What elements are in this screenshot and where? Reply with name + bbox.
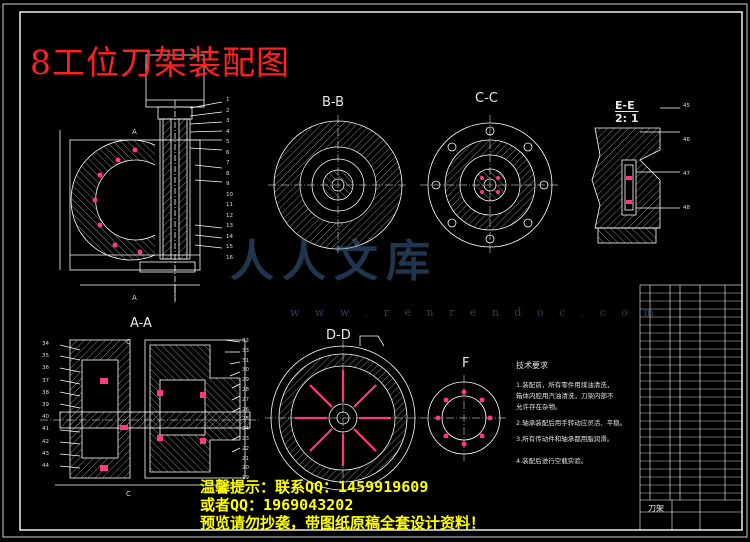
view-f bbox=[420, 375, 508, 462]
section-aa-highlights bbox=[100, 378, 206, 471]
section-ee-view bbox=[591, 107, 680, 244]
overlay-contact-line-2: 或者QQ：1969043202 bbox=[200, 496, 354, 514]
section-cc-highlights bbox=[480, 176, 500, 194]
part-number-callout: 34 bbox=[42, 341, 49, 347]
section-aa-view bbox=[40, 339, 260, 486]
watermark-url: w w w . r e n r e n d o c . c o m bbox=[290, 306, 660, 319]
part-number-callout: 43 bbox=[42, 450, 49, 457]
part-number-callout: 44 bbox=[42, 463, 49, 469]
part-number-callout: 45 bbox=[683, 103, 690, 109]
view-mark-c-bottom: C bbox=[126, 490, 131, 498]
part-number-callout: 48 bbox=[683, 205, 690, 211]
part-number-callout: 30 bbox=[242, 367, 249, 374]
bom-row-lines bbox=[640, 292, 742, 494]
section-dd-view bbox=[265, 335, 420, 495]
section-bb-view bbox=[268, 115, 408, 255]
part-number-callout: 10 bbox=[226, 191, 233, 198]
part-number-callout: 14 bbox=[226, 233, 233, 240]
part-number-callout: 6 bbox=[226, 149, 230, 156]
part-number-callout: 11 bbox=[226, 202, 233, 208]
section-label-cc: C-C bbox=[475, 91, 498, 106]
part-number-callout: 20 bbox=[242, 465, 249, 472]
part-number-callout: 38 bbox=[42, 389, 49, 396]
part-number-callout: 1 bbox=[226, 97, 230, 103]
section-scale-ee: 2: 1 bbox=[615, 112, 639, 125]
view-mark-a-bottom: A bbox=[132, 294, 137, 302]
part-number-callout: 12 bbox=[226, 212, 233, 219]
section-dd-spokes bbox=[295, 370, 391, 466]
part-number-callout: 28 bbox=[242, 387, 249, 393]
part-number-callout: 37 bbox=[42, 377, 49, 384]
section-label-ee: E-E bbox=[615, 99, 635, 112]
tech-note-6: 4.装配后进行空载实验。 bbox=[516, 457, 588, 465]
section-label-bb: B-B bbox=[322, 95, 345, 110]
tech-notes-heading: 技术要求 bbox=[516, 361, 548, 370]
part-number-callout: 36 bbox=[42, 365, 49, 372]
view-f-holes bbox=[435, 389, 493, 447]
title-block-part-name: 刀架 bbox=[648, 504, 664, 513]
section-label-aa: A-A bbox=[130, 316, 152, 331]
tech-note-2: 箱体内腔用汽油清洗，刀架内部不 bbox=[516, 392, 614, 400]
drawing-title: 8工位刀架装配图 bbox=[30, 43, 290, 82]
part-number-callout: 8 bbox=[226, 170, 230, 177]
part-number-callout: 31 bbox=[242, 357, 249, 364]
part-number-callout: 33 bbox=[242, 347, 249, 354]
part-number-callout: 22 bbox=[242, 445, 249, 452]
section-label-f: F bbox=[462, 356, 470, 371]
part-number-callout: 7 bbox=[226, 160, 230, 166]
section-label-dd: D-D bbox=[326, 328, 351, 343]
part-number-callout: 47 bbox=[683, 171, 690, 177]
overlay-warning-line-3: 预览请勿抄袭，带图纸原稿全套设计资料！ bbox=[200, 514, 486, 532]
view-mark-c-top: C bbox=[126, 338, 131, 346]
part-number-callout: 46 bbox=[683, 137, 690, 143]
part-number-callout: 35 bbox=[42, 353, 49, 360]
part-number-callout: 15 bbox=[226, 244, 233, 250]
part-number-callout: 4 bbox=[226, 128, 230, 135]
view-mark-a-top: A bbox=[132, 128, 137, 136]
part-number-callout: 26 bbox=[242, 406, 249, 413]
part-number-callout: 27 bbox=[242, 396, 249, 403]
part-number-callout: 32 bbox=[242, 338, 249, 344]
part-number-callout: 40 bbox=[42, 414, 49, 421]
section-cc-view bbox=[420, 115, 560, 255]
section-ee-highlights bbox=[626, 176, 632, 204]
part-number-callout: 2 bbox=[226, 107, 230, 114]
tech-note-5: 3.所有传动件和轴承都用脂润滑。 bbox=[516, 435, 614, 443]
part-number-callout: 41 bbox=[42, 426, 49, 433]
part-number-callout: 42 bbox=[42, 438, 49, 445]
front-view bbox=[59, 54, 223, 302]
part-number-callout: 23 bbox=[242, 436, 249, 442]
part-number-callout: 25 bbox=[242, 416, 249, 423]
tech-note-1: 1.装配前，所有零件用煤油清洗， bbox=[516, 381, 614, 389]
overlay-contact-line-1: 温馨提示：联系QQ：1459919609 bbox=[200, 478, 429, 496]
part-number-callout: 16 bbox=[226, 254, 233, 261]
part-number-callout: 39 bbox=[42, 402, 49, 408]
part-number-callout: 24 bbox=[242, 426, 249, 433]
sheet-inner-border bbox=[19, 11, 743, 531]
part-number-callout: 5 bbox=[226, 139, 230, 145]
part-number-callout: 9 bbox=[226, 181, 230, 187]
part-number-callout: 21 bbox=[242, 455, 249, 462]
tech-note-3: 允许存在杂物。 bbox=[516, 403, 562, 411]
front-view-highlights bbox=[92, 147, 143, 255]
part-number-callout: 13 bbox=[226, 223, 233, 229]
part-number-callout: 29 bbox=[242, 377, 249, 384]
part-number-callout: 19 bbox=[242, 475, 249, 482]
bill-of-materials-table bbox=[639, 284, 743, 531]
watermark-logo: 人人文库 bbox=[230, 236, 438, 287]
sheet-outer-border bbox=[2, 3, 748, 538]
tech-note-4: 2.轴承装配后用手转动应灵活、平稳。 bbox=[516, 419, 627, 427]
part-number-callout: 3 bbox=[226, 118, 230, 124]
